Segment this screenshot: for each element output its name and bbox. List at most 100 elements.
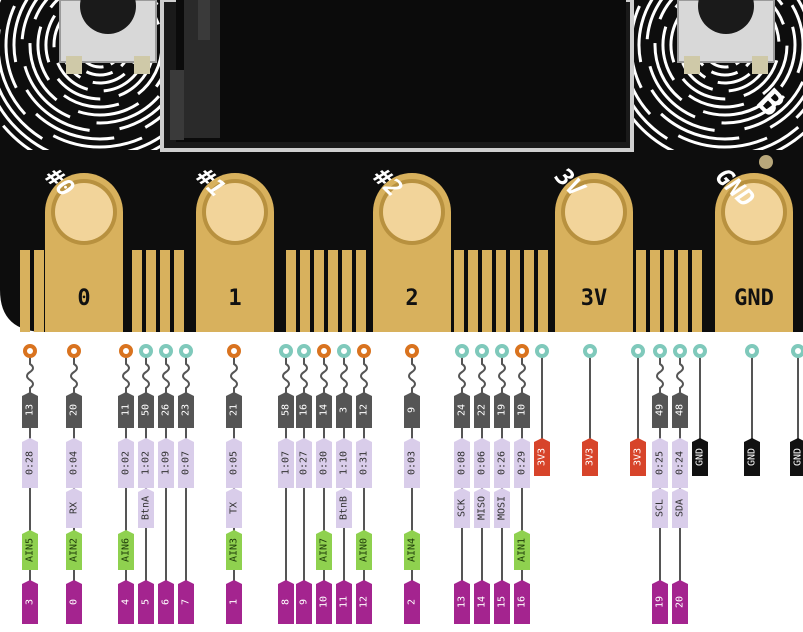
pin-tag-lilac: SDA bbox=[672, 488, 688, 528]
digital-pin-dot bbox=[673, 344, 687, 358]
pin-tag-label: 0:05 bbox=[229, 451, 240, 475]
pin-tag-gray: 14 bbox=[316, 392, 332, 428]
pin-tag-lilac: 0:02 bbox=[118, 438, 134, 488]
digital-pin-dot bbox=[653, 344, 667, 358]
pin-tag-label: 0:08 bbox=[457, 451, 468, 475]
pin-column: 110:02AIN6A64 bbox=[118, 344, 134, 624]
pin-tag-lilac: 0:03 bbox=[404, 438, 420, 488]
pin-tag-label: 0:24 bbox=[675, 451, 686, 475]
analog-pin-dot bbox=[515, 344, 529, 358]
digital-pin-dot bbox=[791, 344, 803, 358]
pin-tag-label: 24 bbox=[457, 404, 468, 416]
pin-tag-label: 2 bbox=[407, 599, 418, 605]
pin-tag-label: MOSI bbox=[497, 496, 508, 520]
pin-tag-purple: 11 bbox=[336, 580, 352, 624]
pin-column: 140:30AIN7A710 bbox=[316, 344, 332, 624]
pin-tag-label: 16 bbox=[517, 596, 528, 608]
pin-tag-label: BtnA bbox=[141, 496, 152, 520]
digital-pin-dot bbox=[475, 344, 489, 358]
pin-tag-label: 0:27 bbox=[299, 451, 310, 475]
analog-pin-dot bbox=[227, 344, 241, 358]
digital-pin-dot bbox=[279, 344, 293, 358]
pin-tag-label: RX bbox=[69, 502, 80, 514]
digital-pin-dot bbox=[495, 344, 509, 358]
analog-pin-dot bbox=[119, 344, 133, 358]
pin-tag-green: AIN5 bbox=[22, 530, 38, 570]
pin-tag-label: 1:02 bbox=[141, 451, 152, 475]
pin-tag-lilac: 0:27 bbox=[296, 438, 312, 488]
pin-tag-gray: 58 bbox=[278, 392, 294, 428]
pin-tag-label: 19 bbox=[655, 596, 666, 608]
pin-tag-gray: 49 bbox=[652, 392, 668, 428]
pin-tag-label: AIN1 bbox=[517, 538, 528, 562]
pin-tag-purple: 6 bbox=[158, 580, 174, 624]
pin-tag-label: 50 bbox=[141, 404, 152, 416]
pin-tag-red: 3V3 bbox=[582, 438, 598, 476]
pin-tag-purple: 12 bbox=[356, 580, 372, 624]
pin-column: 26 1:09 6 bbox=[158, 344, 174, 624]
led-indicator bbox=[759, 155, 773, 169]
pin-tag-label: 48 bbox=[675, 404, 686, 416]
pin-tag-lilac: 0:30 bbox=[316, 438, 332, 488]
pin-tag-gray: 26 bbox=[158, 392, 174, 428]
pin-tag-label: 21 bbox=[229, 404, 240, 416]
pin-tag-label: 1:10 bbox=[339, 451, 350, 475]
pin-tag-lilac: 0:26 bbox=[494, 438, 510, 488]
pin-tag-label: AIN5 bbox=[25, 538, 36, 562]
pin-tag-label: 0:29 bbox=[517, 451, 528, 475]
pin-tag-purple: 10 bbox=[316, 580, 332, 624]
pin-tag-lilac: 0:08 bbox=[454, 438, 470, 488]
digital-pin-dot bbox=[535, 344, 549, 358]
pin-tag-label: AIN2 bbox=[69, 538, 80, 562]
pin-tag-label: 0:31 bbox=[359, 451, 370, 475]
pin-tag-label: TX bbox=[229, 502, 240, 514]
pin-column: 3V3 bbox=[534, 344, 550, 476]
pad-p2: 2#2 bbox=[367, 162, 451, 332]
analog-pin-dot bbox=[405, 344, 419, 358]
pin-tag-lilac: 0:04 bbox=[66, 438, 82, 488]
pin-tag-label: 0:28 bbox=[25, 451, 36, 475]
pin-tag-label: 16 bbox=[299, 404, 310, 416]
pin-tag-gray: 24 bbox=[454, 392, 470, 428]
pin-tag-label: 3V3 bbox=[585, 448, 596, 466]
pin-tag-label: 3 bbox=[25, 599, 36, 605]
pin-tag-label: 5 bbox=[141, 599, 152, 605]
pin-tag-gray: 16 bbox=[296, 392, 312, 428]
pin-tag-label: SDA bbox=[675, 499, 686, 517]
pin-tag-label: GND bbox=[793, 448, 803, 466]
pin-tag-label: 8 bbox=[281, 599, 292, 605]
pin-tag-label: 11 bbox=[339, 596, 350, 608]
pin-column: 581:078 bbox=[278, 344, 294, 624]
pin-tag-label: 4 bbox=[121, 599, 132, 605]
pin-tag-lilac: 1:09 bbox=[158, 438, 174, 488]
pin-column: GND bbox=[692, 344, 708, 476]
pin-tag-purple: 4 bbox=[118, 580, 134, 624]
pin-tag-lilac: 0:06 bbox=[474, 438, 490, 488]
pin-tag-label: 15 bbox=[497, 596, 508, 608]
button-b bbox=[677, 0, 775, 74]
pin-tag-label: SCL bbox=[655, 499, 666, 517]
pin-column: GND bbox=[790, 344, 803, 476]
pad-label-pgnd: GND bbox=[734, 286, 774, 311]
digital-pin-dot bbox=[159, 344, 173, 358]
pin-tag-gray: 22 bbox=[474, 392, 490, 428]
pin-tag-lilac: 0:31 bbox=[356, 438, 372, 488]
edge-connector-strips bbox=[20, 250, 702, 332]
pin-column: 90:03AIN4A42 bbox=[404, 344, 420, 624]
pad-p0: 0#0 bbox=[39, 162, 123, 332]
pin-column: 210:05TXAIN3A31 bbox=[226, 344, 242, 624]
pin-tag-lilac: TX bbox=[226, 488, 242, 528]
pin-tag-label: 1 bbox=[229, 599, 240, 605]
analog-pin-dot bbox=[23, 344, 37, 358]
pin-tag-black: GND bbox=[692, 438, 708, 476]
digital-pin-dot bbox=[139, 344, 153, 358]
pin-tag-label: 26 bbox=[161, 404, 172, 416]
pin-column: 120:31AIN0A012 bbox=[356, 344, 372, 624]
pin-column: 100:29AIN1A116 bbox=[514, 344, 530, 624]
